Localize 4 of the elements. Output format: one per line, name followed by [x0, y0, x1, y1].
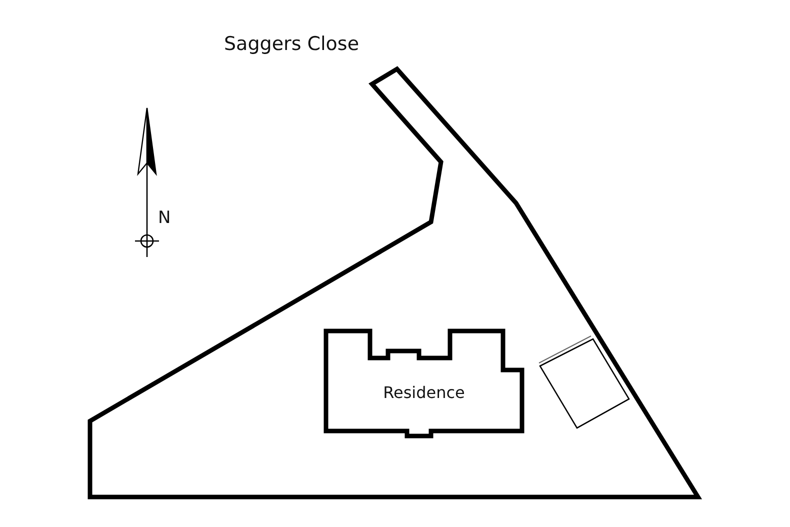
- building-label: Residence: [382, 383, 466, 402]
- north-label: N: [158, 208, 171, 228]
- street-name: Saggers Close: [224, 33, 360, 55]
- building-outline: [323, 328, 525, 439]
